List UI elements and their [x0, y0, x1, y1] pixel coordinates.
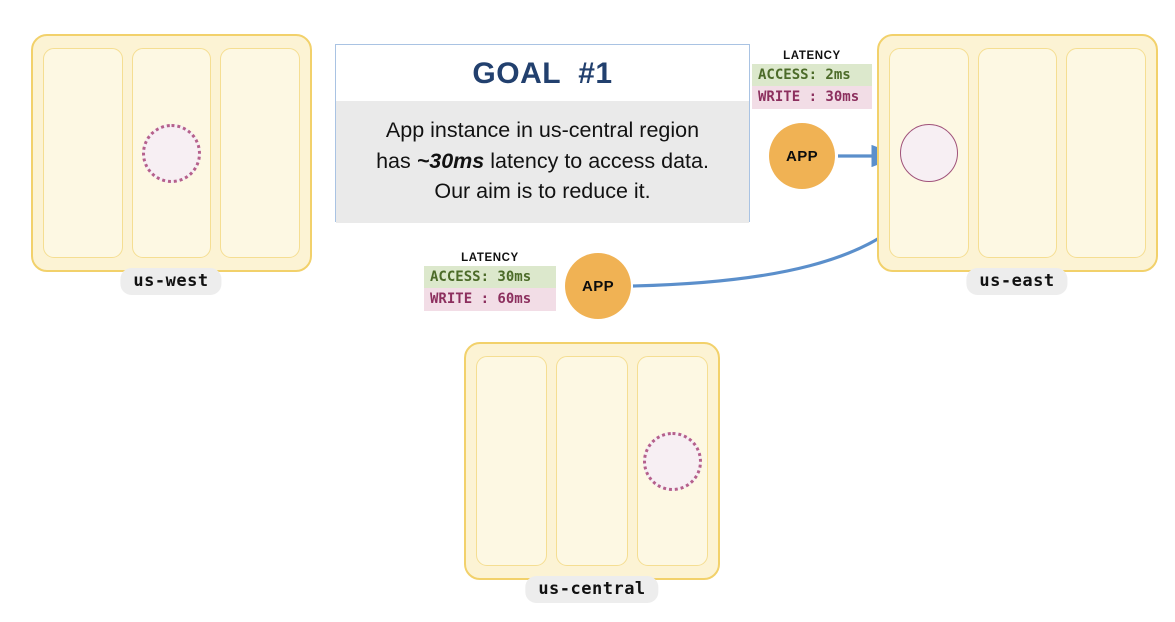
zone-us-west-b — [131, 48, 212, 258]
goal-card-line-2: has ~30ms latency to access data. — [352, 146, 733, 177]
latency-badge-us-central-access: ACCESS: 30ms — [424, 266, 556, 289]
latency-badge-us-central-write: WRITE : 60ms — [424, 288, 556, 311]
zone-us-west-a — [43, 48, 123, 258]
zone-us-central-c — [636, 356, 708, 566]
zone-us-east-a — [889, 48, 969, 258]
latency-badge-us-east-write: WRITE : 30ms — [752, 86, 872, 109]
zone-us-east-b — [977, 48, 1058, 258]
goal-card: GOAL #1 App instance in us-central regio… — [335, 44, 750, 223]
latency-badge-us-east: LATENCY ACCESS: 2ms WRITE : 30ms — [752, 50, 872, 109]
replica-follower-us-west[interactable] — [142, 123, 201, 183]
zone-us-central-a — [476, 356, 548, 566]
app-node-us-east[interactable]: APP — [769, 123, 835, 189]
zone-us-west-c — [220, 48, 301, 258]
goal-card-title: GOAL #1 — [336, 45, 749, 101]
region-label-us-central: us-central — [525, 576, 659, 603]
region-us-east[interactable] — [877, 34, 1158, 272]
goal-line2-suffix: latency to access data. — [484, 148, 709, 173]
goal-card-line-3: Our aim is to reduce it. — [434, 179, 651, 204]
zone-us-central-b — [556, 356, 628, 566]
zone-us-east-c — [1066, 48, 1147, 258]
app-node-us-central[interactable]: APP — [565, 253, 631, 319]
latency-badge-us-central-title: LATENCY — [461, 252, 519, 264]
goal-card-line-1: App instance in us-central region — [385, 118, 700, 142]
latency-badge-us-east-access: ACCESS: 2ms — [752, 64, 872, 87]
region-us-central[interactable] — [464, 342, 720, 580]
goal-line2-prefix: has — [376, 148, 417, 173]
latency-badge-us-east-title: LATENCY — [783, 50, 841, 62]
goal-latency-emphasis: ~30ms — [416, 148, 485, 173]
region-label-us-west: us-west — [120, 268, 222, 295]
replica-follower-us-central[interactable] — [642, 431, 702, 491]
goal-card-body: App instance in us-central region has ~3… — [336, 101, 749, 223]
region-us-west[interactable] — [31, 34, 312, 272]
latency-badge-us-central: LATENCY ACCESS: 30ms WRITE : 60ms — [424, 252, 556, 311]
region-label-us-east: us-east — [966, 268, 1068, 295]
replica-leader-us-east[interactable] — [899, 124, 958, 182]
